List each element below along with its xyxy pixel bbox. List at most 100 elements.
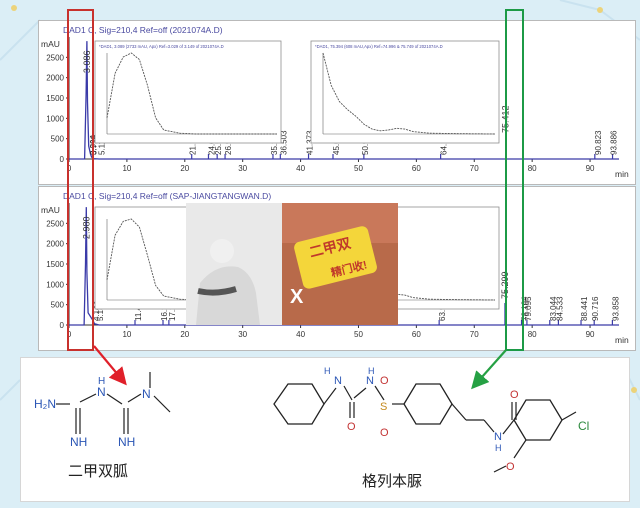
x-tick-label: 70: [470, 164, 479, 173]
peak-label: 84.533: [555, 296, 564, 321]
y-tick-label: 500: [51, 301, 65, 310]
chromatogram-top-panel: DAD1 C, Sig=210,4 Ref=off (2021074A.D) m…: [38, 20, 636, 185]
x-tick-label: 90: [586, 164, 595, 173]
x-tick-label: 60: [412, 330, 421, 339]
x-tick-label: 20: [180, 164, 189, 173]
peak-label: 45.60: [332, 134, 341, 155]
metformin-h-bridge: H: [98, 376, 105, 387]
peak-label: 93.886: [610, 130, 619, 155]
x-tick-label: 90: [586, 330, 595, 339]
y-axis-label: mAU: [41, 39, 60, 49]
y-tick-label: 1500: [46, 94, 64, 103]
x-axis-label: min: [615, 335, 629, 345]
y-tick-label: 2500: [46, 219, 64, 228]
metformin-nh-right: NH: [118, 435, 135, 449]
green-arrow: [471, 349, 507, 390]
peak-label: 79.095: [524, 296, 533, 321]
metformin-name: 二甲双胍: [68, 462, 129, 480]
metformin-nh2: H₂N: [34, 397, 56, 411]
glibenclamide-name: 格列本脲: [362, 472, 423, 490]
y-tick-label: 1000: [46, 114, 64, 123]
metformin-n-bridge: N: [97, 385, 106, 399]
gli-cl: Cl: [578, 419, 589, 433]
metformin-peak-highlight: [67, 9, 94, 351]
x-tick-label: 20: [180, 330, 189, 339]
gli-o2: O: [380, 375, 389, 387]
peak-label: 88.441: [580, 296, 589, 321]
uv-inset-header: *DAD1, 75.394 (608 mAU,Apx) Ref=74.996 &…: [315, 44, 443, 49]
x-tick-label: 80: [528, 164, 537, 173]
uv-inset-header: *DAD1, 3.089 (2733 mAU, Apx) Ref=3.029 o…: [99, 44, 224, 49]
x-axis-label: min: [615, 169, 629, 179]
gli-h2: H: [368, 366, 375, 376]
uv-spectrum-line: [106, 52, 277, 135]
y-tick-label: 2000: [46, 240, 64, 249]
x-tick-label: 50: [354, 164, 363, 173]
x-tick-label: 60: [412, 164, 421, 173]
y-tick-label: 2000: [46, 74, 64, 83]
gli-n3: N: [494, 431, 502, 443]
x-tick-label: 30: [238, 330, 247, 339]
gli-n2: N: [366, 375, 374, 387]
peak-label: 36.503: [279, 130, 288, 155]
gli-o3: O: [380, 427, 389, 439]
photo-caption-2: X: [290, 286, 304, 308]
chart-title: DAD1 C, Sig=210,4 Ref=off (SAP-JIANGTANG…: [63, 191, 271, 201]
uv-spectrum-inset: *DAD1, 3.089 (2733 mAU, Apx) Ref=3.029 o…: [94, 40, 282, 144]
y-axis-label: mAU: [41, 205, 60, 215]
peak-label: 5.188: [96, 300, 105, 321]
peak-label: 50.93: [361, 134, 370, 155]
peak-label: 2.980: [81, 217, 91, 240]
x-tick-label: 70: [470, 330, 479, 339]
peak-label: 90.823: [594, 130, 603, 155]
gli-o1: O: [347, 421, 356, 433]
x-tick-label: 40: [296, 164, 305, 173]
metformin-n-dimethyl: N: [142, 387, 151, 401]
red-arrow: [93, 345, 127, 386]
video-still-overlay: 二甲双 精门收! X: [186, 203, 398, 325]
glibenclamide-structure: N H O N H S O O N H O Cl O: [273, 366, 589, 473]
metformin-structure: H₂N NH N H NH N: [34, 372, 171, 449]
gli-o5: O: [506, 461, 515, 473]
gli-n1: N: [334, 375, 342, 387]
chart-title: DAD1 C, Sig=210,4 Ref=off (2021074A.D): [63, 25, 223, 35]
peak-label: 90.716: [591, 296, 600, 321]
peak-label: 3.720: [90, 134, 99, 155]
uv-inset-frame: [310, 40, 500, 144]
peak-label: 78.164: [521, 296, 530, 321]
y-tick-label: 2500: [46, 53, 64, 62]
metformin-nh-left: NH: [70, 435, 87, 449]
x-tick-label: 0: [67, 330, 72, 339]
x-tick-label: 0: [67, 164, 72, 173]
peak-label: 93.858: [611, 296, 620, 321]
chromatogram-trace: [69, 41, 619, 160]
peak-label: 64.19: [440, 134, 449, 155]
y-tick-label: 1500: [46, 260, 64, 269]
x-tick-label: 80: [528, 330, 537, 339]
peak-label: 3.086: [82, 51, 92, 74]
peak-label: 83.044: [549, 296, 558, 321]
y-tick-label: 0: [60, 321, 65, 330]
gli-h1: H: [324, 366, 331, 376]
gli-s: S: [380, 401, 387, 413]
glibenclamide-peak-highlight: [505, 9, 524, 351]
peak-label: 4.144: [92, 300, 101, 321]
gli-o4: O: [510, 389, 519, 401]
gli-h3: H: [495, 443, 502, 453]
chromatogram-trace: [69, 207, 619, 326]
x-tick-label: 50: [354, 330, 363, 339]
x-tick-label: 10: [122, 330, 131, 339]
y-tick-label: 1000: [46, 280, 64, 289]
uv-inset-frame: [94, 40, 282, 144]
uv-spectrum-line: [322, 52, 496, 135]
y-tick-label: 0: [60, 155, 65, 164]
y-tick-label: 500: [51, 135, 65, 144]
x-tick-label: 40: [296, 330, 305, 339]
x-tick-label: 10: [122, 164, 131, 173]
person-figure: [196, 266, 260, 325]
chromatogram-top: DAD1 C, Sig=210,4 Ref=off (2021074A.D) m…: [41, 25, 629, 179]
x-tick-label: 30: [238, 164, 247, 173]
uv-spectrum-inset: *DAD1, 75.394 (608 mAU,Apx) Ref=74.996 &…: [310, 40, 500, 144]
peak-label: 41.373: [306, 130, 315, 155]
